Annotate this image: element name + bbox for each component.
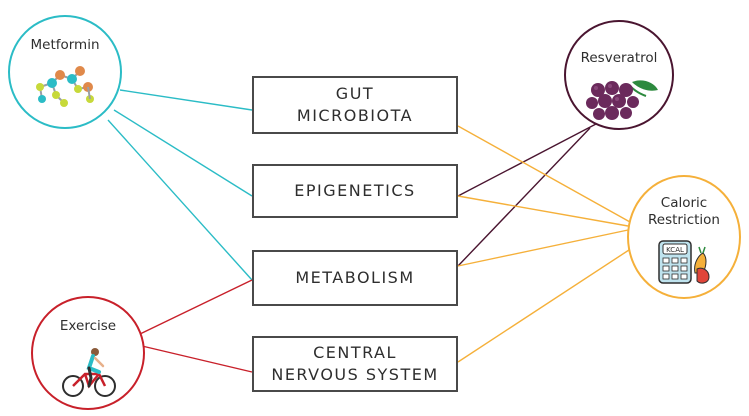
central-nervous-system-box: CENTRAL NERVOUS SYSTEM xyxy=(252,336,458,392)
resveratrol-to-metabolism-line xyxy=(457,127,591,267)
resveratrol-label: Resveratrol xyxy=(580,50,658,66)
metabolism-box: METABOLISM xyxy=(252,250,458,306)
exercise-node: Exercise xyxy=(31,296,145,410)
caloric-restriction-to-epigenetics-line xyxy=(457,195,629,227)
metformin-node: Metformin xyxy=(8,15,122,129)
caloric-restriction-label: Caloric Restriction xyxy=(648,195,720,228)
calculator-icon: KCAL xyxy=(658,240,710,284)
exercise-to-metabolism-line xyxy=(139,279,253,335)
exercise-to-central-nervous-system-line xyxy=(141,345,253,373)
caloric-restriction-to-central-nervous-system-line xyxy=(457,247,633,363)
resveratrol-node: Resveratrol xyxy=(564,20,674,130)
molecule-icon xyxy=(36,66,94,107)
metformin-to-gut-microbiota-line xyxy=(119,89,253,111)
caloric-restriction-node: Caloric Restriction KCAL xyxy=(627,175,741,299)
caloric-restriction-to-gut-microbiota-line xyxy=(457,125,631,223)
grapes-icon xyxy=(586,80,658,120)
gut-microbiota-box: GUT MICROBIOTA xyxy=(252,76,458,134)
metformin-to-metabolism-line xyxy=(107,119,253,281)
metformin-to-epigenetics-line xyxy=(113,109,253,197)
resveratrol-to-epigenetics-line xyxy=(457,123,597,197)
cyclist-icon xyxy=(62,348,116,397)
metformin-label: Metformin xyxy=(30,37,100,53)
caloric-restriction-to-metabolism-line xyxy=(457,229,629,267)
svg-text:KCAL: KCAL xyxy=(666,246,684,254)
exercise-label: Exercise xyxy=(59,318,117,334)
epigenetics-box: EPIGENETICS xyxy=(252,164,458,218)
